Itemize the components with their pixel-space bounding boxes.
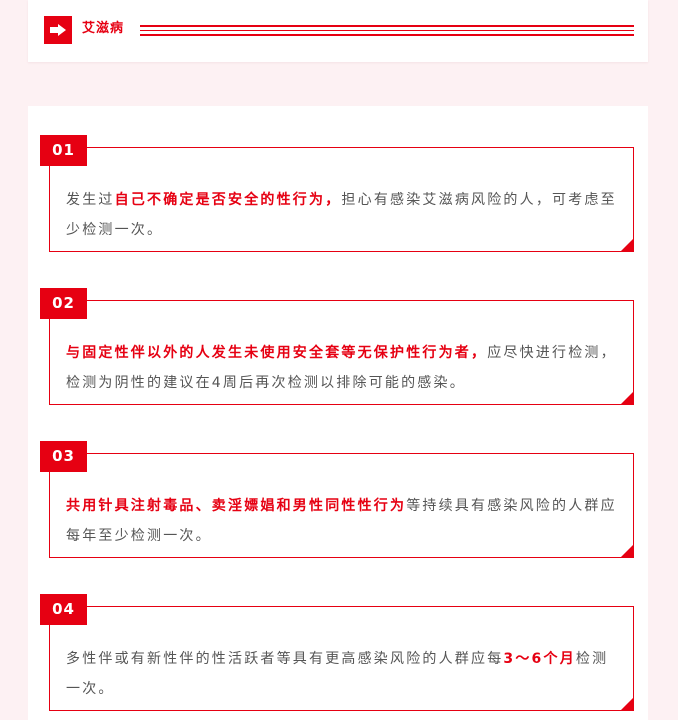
item-box: 多性伴或有新性伴的性活跃者等具有更高感染风险的人群应每3～6个月检测一次。 — [49, 606, 634, 711]
section-title: 艾滋病 — [82, 21, 125, 36]
item-text-plain: 多性伴或有新性伴的性活跃者等具有更高感染风险的人群应每 — [66, 651, 504, 667]
corner-triangle-icon — [620, 697, 634, 711]
item-text-highlight: 共用针具注射毒品、卖淫嫖娼和男性同性性行为 — [66, 498, 407, 514]
item-text-plain: 应尽快进行检测，检测为阴性的建议在4周后再次检测以排除可能的感染。 — [66, 345, 617, 391]
item-text-highlight: 3～6个月 — [503, 651, 576, 667]
item-box: 与固定性伴以外的人发生未使用安全套等无保护性行为者，应尽快进行检测，检测为阴性的… — [49, 300, 634, 405]
item-number: 01 — [40, 135, 87, 166]
item-text-plain: 发生过 — [66, 192, 115, 208]
item-text: 多性伴或有新性伴的性活跃者等具有更高感染风险的人群应每3～6个月检测一次。 — [66, 644, 621, 704]
item-box: 共用针具注射毒品、卖淫嫖娼和男性同性性行为等持续具有感染风险的人群应每年至少检测… — [49, 453, 634, 558]
header-decorative-lines — [140, 24, 634, 36]
item-number: 04 — [40, 594, 87, 625]
item-box: 发生过自己不确定是否安全的性行为，担心有感染艾滋病风险的人，可考虑至少检测一次。 — [49, 147, 634, 252]
item-text: 共用针具注射毒品、卖淫嫖娼和男性同性性行为等持续具有感染风险的人群应每年至少检测… — [66, 491, 621, 551]
corner-triangle-icon — [620, 238, 634, 252]
item-text-plain: 检测一次。 — [66, 651, 609, 697]
item-text-highlight: 自己不确定是否安全的性行为， — [114, 192, 342, 208]
corner-triangle-icon — [620, 391, 634, 405]
item-number: 02 — [40, 288, 87, 319]
item-text-plain: 等持续具有感染风险的人群应每年至少检测一次。 — [66, 498, 617, 544]
corner-triangle-icon — [620, 544, 634, 558]
item-number: 03 — [40, 441, 87, 472]
item-text: 发生过自己不确定是否安全的性行为，担心有感染艾滋病风险的人，可考虑至少检测一次。 — [66, 185, 621, 245]
arrow-right-icon — [44, 16, 72, 44]
item-text-highlight: 与固定性伴以外的人发生未使用安全套等无保护性行为者， — [66, 345, 488, 361]
item-text: 与固定性伴以外的人发生未使用安全套等无保护性行为者，应尽快进行检测，检测为阴性的… — [66, 338, 621, 398]
section-header: 艾滋病 — [28, 0, 648, 62]
item-text-plain: 担心有感染艾滋病风险的人，可考虑至少检测一次。 — [66, 192, 617, 238]
